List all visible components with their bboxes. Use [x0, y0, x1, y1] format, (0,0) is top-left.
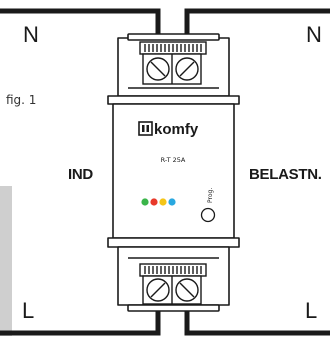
led-green-icon	[141, 198, 149, 206]
terminal-bottom-right-label: L	[305, 298, 318, 323]
load-side-label: BELASTN.	[249, 166, 322, 183]
prog-button[interactable]	[200, 207, 216, 223]
led-yellow-icon	[159, 198, 167, 206]
prog-label: Prog.	[207, 188, 214, 203]
bottom-left-screw-icon	[146, 278, 170, 302]
bottom-terminals	[128, 257, 219, 305]
brand-name: komfy	[154, 121, 199, 138]
top-right-screw-icon	[175, 57, 199, 81]
top-left-screw-icon	[146, 57, 170, 81]
model-label: R-T 25A	[161, 156, 186, 164]
top-terminals	[128, 41, 219, 89]
led-blue-icon	[168, 198, 176, 206]
terminal-top-right-label: N	[306, 22, 322, 47]
komfy-logo-icon	[138, 121, 153, 136]
status-leds	[141, 198, 176, 206]
terminal-bottom-left-label: L	[22, 298, 35, 323]
side-gray-bar	[0, 186, 12, 336]
input-side-label: IND	[68, 166, 93, 183]
figure-label: fig. 1	[6, 93, 37, 107]
led-red-icon	[150, 198, 158, 206]
bottom-right-screw-icon	[175, 278, 199, 302]
terminal-top-left-label: N	[23, 22, 39, 47]
